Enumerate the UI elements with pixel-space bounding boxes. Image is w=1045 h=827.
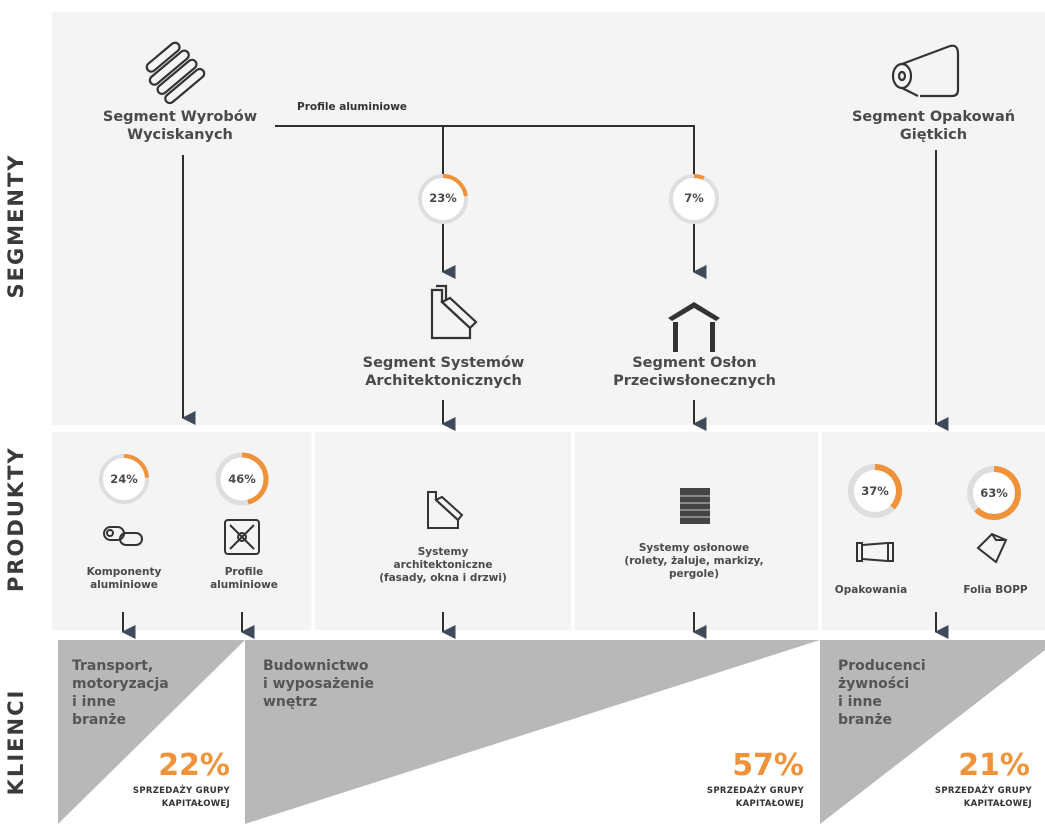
product-packaging-label: Opakowania [834,584,908,596]
products-panel [52,432,1045,630]
client-construction-triangle [245,640,820,824]
pergola-icon [668,302,720,352]
product-arch-systems-label: Systemy architektoniczne (fasady, okna i… [379,546,507,585]
aluminium-rods-icon [145,41,206,105]
share-sunshade-label: 7% [684,191,704,205]
client-food-note: SPRZEDAŻY GRUPY KAPITAŁOWEJ [934,786,1032,809]
product-bopp-donut [974,466,1021,520]
segments-panel [52,12,1045,425]
profile-cross-icon [224,519,260,555]
product-profiles-label: Profile aluminiowe [210,566,278,592]
product-bopp-pct: 63% [980,486,1008,500]
roller-blind-icon [680,488,710,524]
product-components-donut [123,454,149,478]
product-components-pct: 24% [110,472,138,486]
client-transport-share: 22% [158,748,230,783]
components-icon [103,526,143,546]
segment-flexible-title: Segment Opakowań Giętkich [851,109,1016,144]
product-shade-systems-label: Systemy osłonowe (rolety, żaluje, markiz… [624,542,764,581]
share-sunshade-donut [693,174,705,181]
product-bopp-label: Folia BOPP [963,584,1028,596]
client-transport-note: SPRZEDAŻY GRUPY KAPITAŁOWEJ [132,786,230,809]
window-frame-icon [430,284,478,340]
side-label-clients: KLIENCI [4,688,28,796]
product-packaging-donut [874,464,902,510]
segment-architectural-title: Segment Systemów Architektonicznych [362,355,525,390]
client-transport-label: Transport, motoryzacja i inne branże [72,658,169,728]
foil-icon [976,532,1008,564]
client-transport-triangle [58,640,245,824]
product-packaging-pct: 37% [861,484,889,498]
film-roll-icon [891,44,960,98]
product-profiles-pct: 46% [228,472,256,486]
branch-label: Profile aluminiowe [297,101,408,113]
client-food-share: 21% [958,748,1030,783]
share-architectural-donut [442,174,468,197]
client-food-triangle [820,640,1045,824]
window-frame-icon [427,491,464,529]
client-construction-label: Budownictwo i wyposażenie wnętrz [263,658,375,710]
client-food-label: Producenci żywności i inne branże [838,658,926,728]
product-profiles-donut [241,452,269,505]
side-label-products: PRODUKTY [4,446,28,592]
segment-sunshade-title: Segment Osłon Przeciwsłonecznych [613,355,776,390]
segment-extruded-title: Segment Wyrobów Wyciskanych [102,109,258,144]
branch-line [275,125,695,175]
package-icon [856,541,894,563]
share-architectural-label: 23% [429,191,457,205]
client-construction-note: SPRZEDAŻY GRUPY KAPITAŁOWEJ [706,786,804,809]
product-components-label: Komponenty aluminiowe [86,566,162,592]
side-label-segments: SEGMENTY [4,153,28,299]
client-construction-share: 57% [732,748,804,783]
